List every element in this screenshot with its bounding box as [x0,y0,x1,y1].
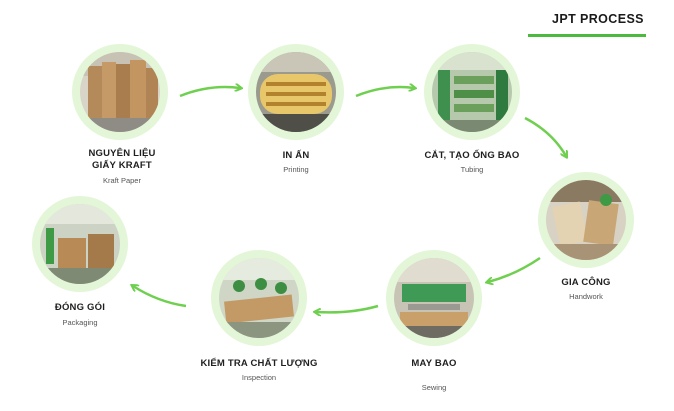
header-title: JPT PROCESS [552,12,644,26]
step-subtitle-printing: Printing [283,165,309,174]
arrow-6 [133,286,187,308]
arrow-5 [316,304,379,312]
printing-machine-photo-icon [248,44,344,140]
arrow-1 [179,87,240,98]
sewing-machine-photo-icon [386,250,482,346]
step-title-printing: IN ẤN [282,150,310,161]
step-title-kraft-paper: NGUYÊN LIỆU GIẤY KRAFT [37,148,207,172]
step-title-packaging: ĐÓNG GÓI [54,302,106,313]
packaging-photo-icon [32,196,128,292]
step-subtitle-tubing: Tubing [460,165,484,174]
header-accent-bar [528,34,646,37]
arrow-4 [488,256,541,282]
kraft-paper-rolls-photo-icon [72,44,168,140]
step-title-handwork: GIA CÔNG [561,277,611,288]
step-title-line-2: GIẤY KRAFT [92,160,152,171]
handwork-photo-icon [538,172,634,268]
tubing-line-photo-icon [424,44,520,140]
step-title-line-1: NGUYÊN LIỆU [88,148,156,159]
inspection-photo-icon [211,250,307,346]
arrow-2 [355,87,414,98]
step-title-inspection: KIỂM TRA CHẤT LƯỢNG [200,358,318,369]
step-title-sewing: MAY BAO [411,358,457,369]
arrow-3 [524,116,566,156]
step-title-tubing: CẮT, TẠO ỐNG BAO [424,150,520,161]
step-subtitle-inspection: Inspection [241,373,277,382]
step-subtitle-sewing: Sewing [421,383,447,392]
step-subtitle-handwork: Handwork [569,292,603,301]
step-subtitle-packaging: Packaging [62,318,98,327]
step-subtitle-kraft-paper: Kraft Paper [103,176,141,185]
